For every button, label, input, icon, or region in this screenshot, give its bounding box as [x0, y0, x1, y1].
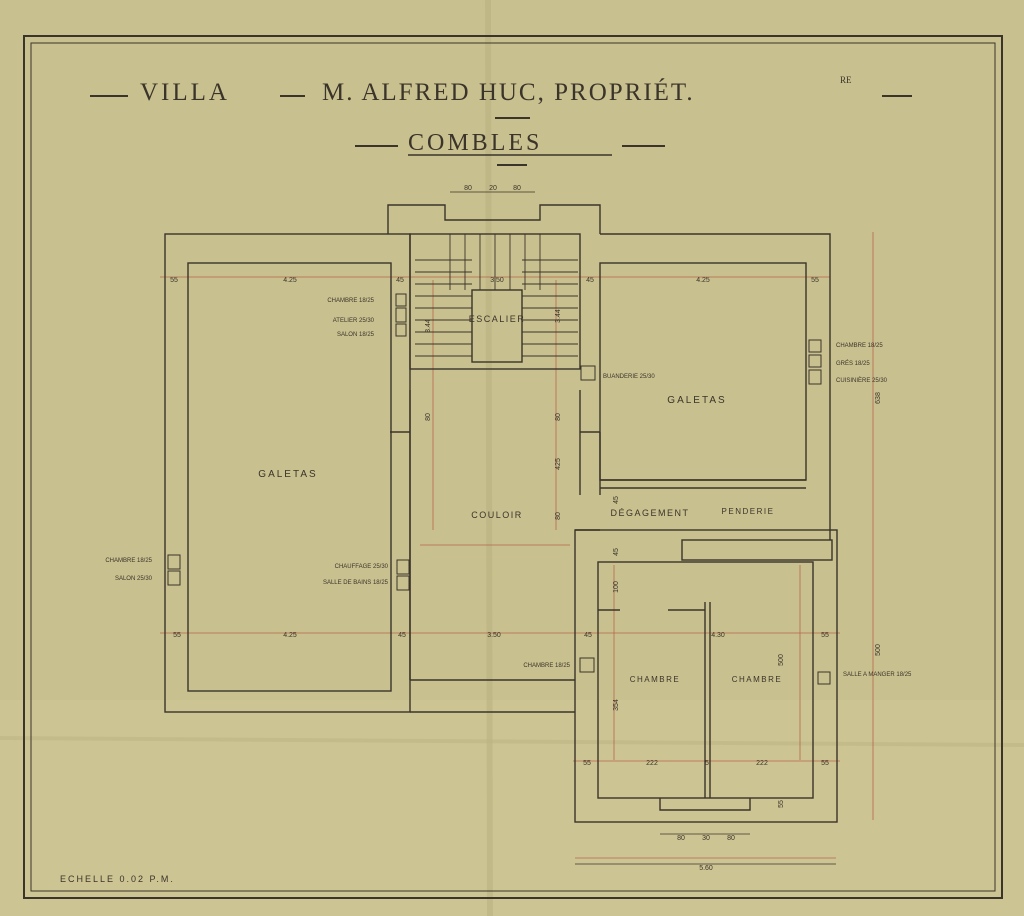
room-label-galetas-right: GALETAS — [667, 395, 726, 406]
dim-corridor-b: 425 — [555, 458, 562, 470]
inner-border — [30, 42, 996, 892]
dim-window-c: 80 — [727, 835, 735, 842]
dim-right-margin: 55 — [811, 277, 819, 284]
dim-chambre-height-left: 354 — [613, 699, 620, 711]
room-label-escalier: ESCALIER — [469, 314, 526, 324]
dim-top-c: 80 — [513, 185, 521, 192]
dim-overall-bottom: 5.60 — [699, 865, 713, 872]
title-owner: M. ALFRED HUC, PROPRIÉT. — [322, 78, 695, 106]
title-villa: VILLA — [140, 79, 230, 106]
dim-stair-width: 3.50 — [490, 277, 504, 284]
dim-right-room-width: 4.25 — [696, 277, 710, 284]
paper-fold-vertical — [485, 0, 493, 916]
dim-chambre-bottom-4: 222 — [756, 760, 768, 767]
chambres-outer-wall — [574, 529, 838, 823]
flue-label-right-2: GRÉS 18/25 — [836, 360, 870, 367]
outer-border — [23, 35, 1003, 899]
scale-label: ECHELLE 0.02 P.M. — [60, 874, 175, 884]
flue-label-far-left-1: CHAMBRE 18/25 — [105, 558, 152, 564]
dim-window-b: 30 — [702, 835, 710, 842]
dim-corridor-a: 80 — [425, 413, 432, 421]
room-label-chambre-2: CHAMBRE — [732, 675, 783, 684]
dim-stair-right: 45 — [586, 277, 594, 284]
dim-chambre-bottom-1: 55 — [583, 760, 591, 767]
dim-bottom-chambres-width: 4.30 — [711, 632, 725, 639]
dim-chambre-bottom-depth: 55 — [778, 800, 785, 808]
dim-chambre-bottom-3: 5 — [705, 760, 709, 767]
dim-overall-right-upper: 638 — [875, 392, 882, 404]
room-label-chambre-1: CHAMBRE — [630, 675, 681, 684]
dim-bottom-left-width: 4.25 — [283, 632, 297, 639]
flue-label-right-1: CHAMBRE 18/25 — [836, 343, 883, 349]
paper-fold-horizontal — [0, 736, 1024, 747]
room-labels: GALETAS GALETAS ESCALIER COULOIR DÉGAGEM… — [258, 314, 783, 684]
dim-chambre-bottom-2: 222 — [646, 760, 658, 767]
room-label-penderie: PENDERIE — [722, 507, 775, 516]
dim-overall-right-lower: 500 — [875, 644, 882, 656]
room-label-couloir: COULOIR — [471, 510, 523, 520]
flue-boxes — [167, 293, 831, 685]
dim-left-margin: 55 — [170, 277, 178, 284]
dim-degagement-b: 45 — [613, 548, 620, 556]
flue-label-left-stair-3: SALON 18/25 — [337, 332, 375, 338]
dim-left-room-width: 4.25 — [283, 277, 297, 284]
flue-label-right-3: CUISINIÈRE 25/30 — [836, 377, 888, 384]
left-galetas-inner-wall — [187, 262, 392, 692]
dim-stair-height-left: 3.44 — [425, 319, 432, 333]
dim-corridor-a-right: 80 — [555, 413, 562, 421]
title-block: VILLA M. ALFRED HUC, PROPRIÉT. RE COMBLE… — [90, 75, 912, 166]
flue-label-far-left-2: SALON 25/30 — [115, 576, 153, 582]
flue-label-mid-1: CHAUFFAGE 25/30 — [335, 564, 389, 570]
dim-chambre-height-right: 500 — [778, 654, 785, 666]
dim-stair-left: 45 — [396, 277, 404, 284]
paper-stain-lower — [0, 700, 1024, 916]
dimension-lines — [450, 191, 836, 865]
dim-chambre-bottom-5: 55 — [821, 760, 829, 767]
flue-label-salle-manger: SALLE A MANGER 18/25 — [843, 672, 912, 678]
flue-labels: CHAMBRE 18/25 ATELIER 25/30 SALON 18/25 … — [105, 298, 912, 678]
room-label-galetas-left: GALETAS — [258, 469, 317, 480]
dim-bottom-spacer-2: 45 — [584, 632, 592, 639]
dim-bottom-right: 55 — [821, 632, 829, 639]
dim-bottom-left: 55 — [173, 632, 181, 639]
stair-treads — [415, 234, 578, 357]
flue-label-bottom-chambre: CHAMBRE 18/25 — [523, 663, 570, 669]
dim-bottom-middle: 3.50 — [487, 632, 501, 639]
dimension-figures: 80 20 80 55 4.25 45 3.50 45 4.25 55 3.44… — [170, 185, 882, 872]
title-owner-superscript: RE — [840, 75, 852, 85]
dim-stair-height-right: 3.44 — [555, 309, 562, 323]
title-floor: COMBLES — [408, 130, 542, 156]
flue-label-right-stair: BUANDERIE 25/30 — [603, 374, 655, 380]
walls — [164, 204, 838, 823]
dim-bottom-spacer-1: 45 — [398, 632, 406, 639]
dim-degagement-c: 100 — [613, 581, 620, 593]
penderie-wall — [681, 539, 833, 561]
flue-label-left-stair-1: CHAMBRE 18/25 — [327, 298, 374, 304]
dim-window-a: 80 — [677, 835, 685, 842]
flue-label-left-stair-2: ATELIER 25/30 — [333, 318, 375, 324]
room-label-degagement: DÉGAGEMENT — [610, 508, 689, 518]
dim-degagement-a: 45 — [613, 496, 620, 504]
flue-label-mid-2: SALLE DE BAINS 18/25 — [323, 580, 389, 586]
stair-well — [471, 289, 523, 363]
dim-top-b: 20 — [489, 185, 497, 192]
dim-corridor-c: 80 — [555, 512, 562, 520]
dim-top-a: 80 — [464, 185, 472, 192]
